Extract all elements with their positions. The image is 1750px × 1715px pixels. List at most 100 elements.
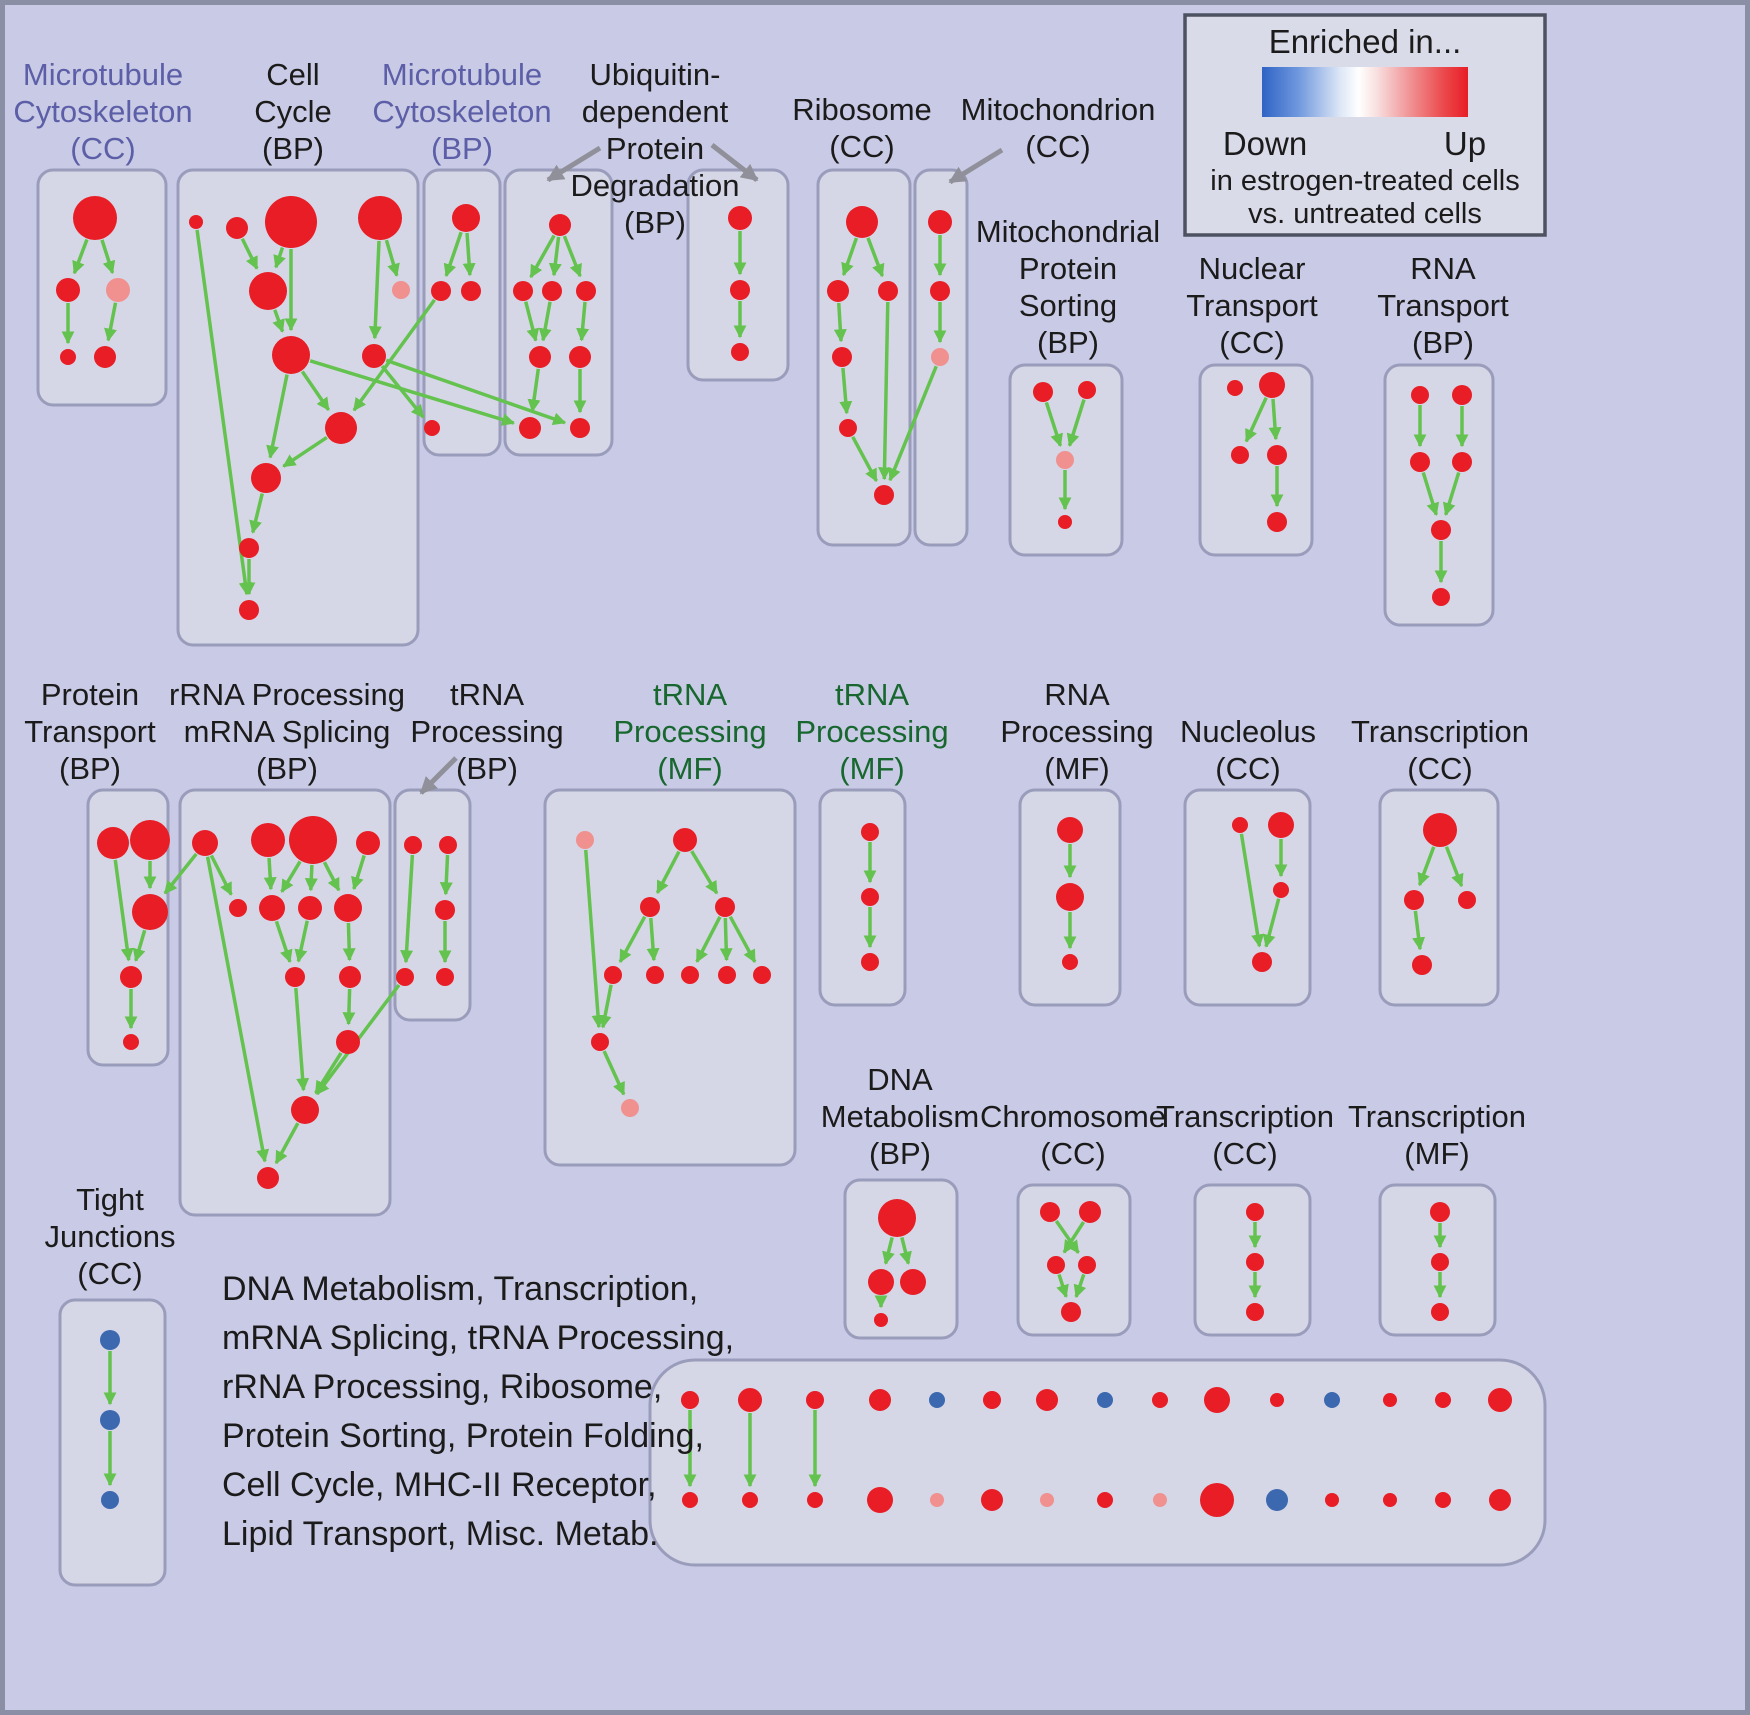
node	[1097, 1492, 1113, 1508]
node	[930, 1493, 944, 1507]
node	[1432, 588, 1450, 606]
node	[1153, 1493, 1167, 1507]
node	[226, 217, 248, 239]
node	[56, 278, 80, 302]
tight-junctions-cc-box	[58, 1298, 167, 1587]
node	[874, 1313, 888, 1327]
edge-arrow	[1421, 471, 1440, 516]
edge-arrow	[274, 1122, 300, 1165]
node	[1040, 1202, 1060, 1222]
node	[1033, 382, 1053, 402]
label-line: Processing	[410, 714, 563, 749]
annotation-line: Cell Cycle, MHC-II Receptor,	[222, 1466, 657, 1504]
pointer-to-ubiquitin-left-box	[546, 145, 602, 183]
node	[604, 966, 622, 984]
edge-arrow	[562, 235, 582, 278]
node	[123, 1034, 139, 1050]
edge-arrow	[272, 309, 285, 333]
pointer-to-mitochondrion-box	[948, 147, 1004, 185]
edge-arrow	[240, 237, 259, 270]
ribosome-cc-label: Ribosome(CC)	[792, 92, 932, 164]
edge-arrow	[833, 302, 847, 343]
node	[1411, 386, 1429, 404]
node	[1040, 1493, 1054, 1507]
label-line: Transport	[1186, 288, 1318, 323]
node	[1431, 520, 1451, 540]
node	[101, 1491, 119, 1509]
node	[334, 894, 362, 922]
cross-edge-arrow	[888, 365, 938, 482]
annotation-line: mRNA Splicing, tRNA Processing,	[222, 1319, 734, 1357]
node	[1452, 452, 1472, 472]
node	[94, 346, 116, 368]
node	[1062, 954, 1078, 970]
node	[513, 281, 533, 301]
rna-transport-bp-box	[1383, 363, 1495, 627]
label-line: (CC)	[70, 131, 135, 166]
node	[900, 1269, 926, 1295]
edge-arrow	[851, 435, 878, 483]
label-line: (BP)	[431, 131, 493, 166]
edge-arrow	[1073, 1273, 1087, 1299]
chromosome-cc-box	[1016, 1183, 1132, 1337]
node	[846, 206, 878, 238]
nodes-layer	[56, 196, 1512, 1517]
node	[120, 966, 142, 988]
node	[570, 418, 590, 438]
label-line: Protein	[606, 131, 704, 166]
label-line: (MF)	[1404, 1136, 1469, 1171]
node	[1057, 817, 1083, 843]
label-line: (CC)	[1040, 1136, 1105, 1171]
label-line: Nuclear	[1199, 251, 1306, 286]
edge-arrow	[646, 917, 660, 962]
edge-arrow	[1239, 833, 1265, 948]
node	[1489, 1489, 1511, 1511]
edge-arrow	[1268, 398, 1282, 441]
edge-arrow	[1244, 397, 1268, 443]
node	[189, 215, 203, 229]
legend-subtitle-line: vs. untreated cells	[1248, 198, 1482, 230]
trna-processing-mf-large-box	[543, 788, 797, 1167]
node	[1227, 380, 1243, 396]
edge-arrow	[273, 247, 286, 269]
label-line: tRNA	[835, 677, 909, 712]
cross-edge-arrow	[309, 359, 515, 426]
node	[1430, 1202, 1450, 1222]
label-line: Transcription	[1156, 1099, 1334, 1134]
node	[1435, 1392, 1451, 1408]
edge-arrow	[882, 1236, 895, 1265]
edge-arrow	[266, 374, 289, 459]
legend-subtitle-line: in estrogen-treated cells	[1210, 165, 1520, 197]
node	[356, 831, 380, 855]
transcription-mf-label: Transcription(MF)	[1348, 1099, 1526, 1171]
node	[272, 336, 310, 374]
edge-arrow	[899, 1236, 912, 1265]
node	[1267, 445, 1287, 465]
node	[1079, 1201, 1101, 1223]
edge-arrow	[866, 237, 885, 278]
node	[549, 214, 571, 236]
label-line: Cytoskeleton	[372, 94, 551, 129]
node	[289, 816, 337, 864]
node	[591, 1033, 609, 1051]
node	[807, 1492, 823, 1508]
node	[325, 412, 357, 444]
node	[1488, 1388, 1512, 1412]
node	[1259, 372, 1285, 398]
edge-arrow	[462, 232, 476, 277]
edge-arrow	[1062, 1221, 1085, 1254]
node	[100, 1330, 120, 1350]
node	[1252, 952, 1272, 972]
microtubule-cytoskeleton-cc-box	[36, 168, 168, 407]
node	[1431, 1303, 1449, 1321]
edge-arrow	[1442, 471, 1461, 516]
edge-arrow	[294, 987, 310, 1092]
edge-arrow	[538, 301, 552, 342]
edge-arrow	[524, 301, 540, 342]
node	[867, 1487, 893, 1513]
